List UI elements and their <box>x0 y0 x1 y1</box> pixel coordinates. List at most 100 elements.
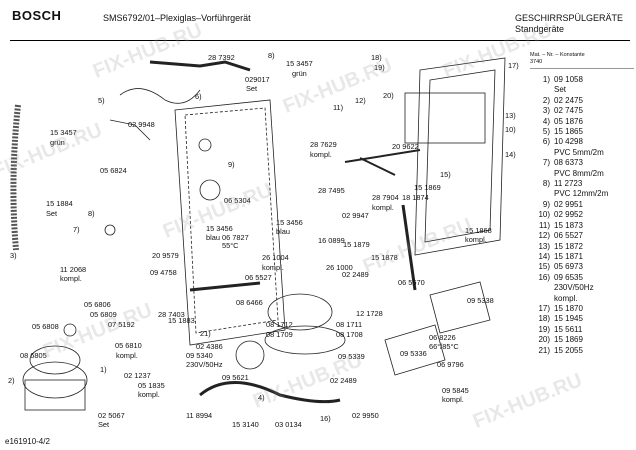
parts-row-number: 19) <box>538 324 550 334</box>
diagram-label: 09 5336 <box>400 349 427 358</box>
parts-row-text: 08 6373 <box>554 158 583 168</box>
part-labels: 28 7392 8) 15 3457 grün 029017 Set 5) 6)… <box>8 51 519 429</box>
diagram-label: kompl. <box>372 203 394 212</box>
diagram-label: 11 2068 <box>60 265 86 274</box>
parts-row: 9)02 9951 <box>530 200 634 210</box>
parts-row-text: 15 1873 <box>554 220 583 230</box>
diagram-label: 06 5570 <box>398 278 425 287</box>
parts-row-text: 05 1876 <box>554 116 583 126</box>
diagram-label: 02 5067 <box>98 411 125 420</box>
diagram-label: 28 7904 <box>372 193 399 202</box>
diagram-label: 28 7403 <box>158 310 185 319</box>
diagram-label: 15 1884 <box>46 199 73 208</box>
parts-row-number: 2) <box>542 95 550 105</box>
parts-row-number: 5) <box>542 127 550 137</box>
parts-row-text: kompl. <box>554 293 578 303</box>
diagram-label: 15 3456 <box>276 218 303 227</box>
diagram-label: 26 1004 <box>262 253 289 262</box>
diagram-label: 20) <box>383 91 394 100</box>
diagram-label: 15 3457 <box>286 59 313 68</box>
diagram-label: 06 5527 <box>245 273 272 282</box>
parts-row-text: PVC 5mm/2m <box>554 147 604 157</box>
diagram-label: 09 4758 <box>150 268 177 277</box>
parts-row-number: 9) <box>542 199 550 209</box>
diagram-label: Set <box>98 420 109 429</box>
parts-row-number: 3) <box>542 106 550 116</box>
diagram-label: 03 0134 <box>275 420 302 429</box>
parts-row-number: 6) <box>542 137 550 147</box>
diagram-label: grün <box>50 138 65 147</box>
diagram-label: 06 9796 <box>437 360 464 369</box>
diagram-label: 26 1000 <box>326 263 353 272</box>
parts-row-text: 09 6535 <box>554 272 583 282</box>
diagram-label: 18) <box>371 53 382 62</box>
diagram-label: 66°/85°C <box>429 342 459 351</box>
diagram-label: 08 6805 <box>20 351 47 360</box>
diagram-label: 10) <box>505 125 516 134</box>
parts-row-number <box>530 294 554 304</box>
parts-row: PVC 5mm/2m <box>530 148 634 158</box>
parts-row: 21) 15 2055 <box>530 346 634 356</box>
parts-row-number: 4) <box>542 116 550 126</box>
diagram-label: kompl. <box>465 235 487 244</box>
parts-row-number: 12) <box>538 231 550 241</box>
diagram-label: kompl. <box>262 263 284 272</box>
parts-row-number: 21) <box>538 345 550 355</box>
diagram-label: 02 9947 <box>342 211 369 220</box>
diagram-label: 4) <box>258 393 265 402</box>
diagram-label: grün <box>292 69 307 78</box>
parts-row-number <box>530 148 554 158</box>
parts-row: 4) 05 1876 <box>530 117 634 127</box>
parts-row: PVC 12mm/2m <box>530 189 634 199</box>
parts-row-number <box>530 85 554 95</box>
parts-row-number: 1) <box>542 75 550 84</box>
diagram-label: 15 1879 <box>343 240 370 249</box>
parts-row-number: 10) <box>538 210 550 220</box>
diagram-label: 08 1712 <box>266 320 293 329</box>
parts-row-text: 02 9952 <box>554 210 583 220</box>
diagram-label: 09 5338 <box>467 296 494 305</box>
diagram-label: 15 1869 <box>414 183 441 192</box>
parts-row-text: 15 1872 <box>554 241 583 251</box>
diagram-label: 12) <box>355 96 366 105</box>
parts-row-number: 17) <box>538 303 550 313</box>
diagram-label: 02 1237 <box>124 371 151 380</box>
diagram-label: 5) <box>98 96 105 105</box>
diagram-label: 07 5192 <box>108 320 135 329</box>
diagram-label: 02 9948 <box>128 120 155 129</box>
diagram-label: 05 6824 <box>100 166 127 175</box>
parts-row: kompl. <box>530 294 634 304</box>
diagram-label: 06 8226 <box>429 333 456 342</box>
parts-row: 19)15 5611 <box>530 325 634 335</box>
parts-row-number: 16) <box>538 272 550 282</box>
diagram-label: 05 6809 <box>90 310 117 319</box>
parts-row: 15)05 6973 <box>530 262 634 272</box>
diagram-label: 09 5621 <box>222 373 249 382</box>
diagram-label: 6) <box>195 92 202 101</box>
diagram-label: 8) <box>88 209 95 218</box>
drawing-strokes <box>10 57 506 411</box>
brand-logo: BOSCH <box>12 8 62 23</box>
parts-row-number: 8) <box>542 179 550 189</box>
diagram-label: 18 1874 <box>402 193 429 202</box>
parts-row: 1)09 1058 <box>530 75 634 85</box>
parts-row-text: 02 2475 <box>554 95 583 105</box>
diagram-label: 19) <box>374 63 385 72</box>
parts-row: 12)06 5527 <box>530 231 634 241</box>
diagram-label: 20 9579 <box>152 251 179 260</box>
parts-row: Set <box>530 85 634 95</box>
parts-row-text: 10 4298 <box>554 137 583 147</box>
parts-row-text: 15 1871 <box>554 251 583 261</box>
parts-row: 17)15 1870 <box>530 304 634 314</box>
diagram-label: blau <box>206 233 220 242</box>
parts-row: 8)11 2723 <box>530 179 634 189</box>
diagram-label: 06 7827 <box>222 233 249 242</box>
parts-row-text: 15 1869 <box>554 335 583 345</box>
parts-row: 16) 09 6535 <box>530 273 634 283</box>
parts-row-text: 15 2055 <box>554 345 583 355</box>
diagram-label: 8) <box>268 51 275 60</box>
diagram-label: 20 9622 <box>392 142 419 151</box>
diagram-label: 05 6808 <box>32 322 59 331</box>
diagram-label: 28 7629 <box>310 140 337 149</box>
